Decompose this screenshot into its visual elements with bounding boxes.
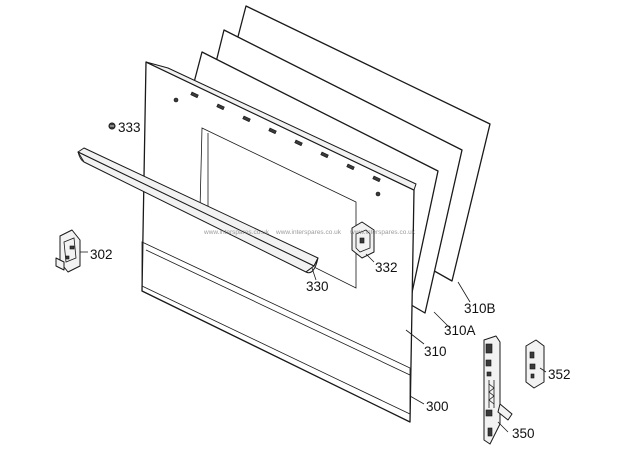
watermark-text-mid: www.interspares.co.uk xyxy=(275,229,342,236)
label-302: 302 xyxy=(90,247,113,262)
watermark: www.interspares.co.uk www.interspares.co… xyxy=(203,229,416,236)
label-352: 352 xyxy=(548,367,571,382)
label-350: 350 xyxy=(512,426,535,441)
label-333: 333 xyxy=(118,120,141,135)
screw-333 xyxy=(108,122,116,130)
watermark-text-left: www.interspares.co.uk xyxy=(203,229,270,236)
clip-332 xyxy=(351,221,375,259)
bracket-302 xyxy=(55,229,81,273)
label-310: 310 xyxy=(424,344,447,359)
leader-lines xyxy=(80,251,547,433)
label-310B: 310B xyxy=(464,301,496,316)
label-310A: 310A xyxy=(444,323,476,338)
watermark-text-right: www.interspares.co.uk xyxy=(349,229,416,236)
hinge-receiver-352 xyxy=(525,339,545,389)
hinge-350 xyxy=(483,335,513,445)
label-332: 332 xyxy=(375,260,398,275)
door-handle-330 xyxy=(77,147,319,274)
part-labels: 333 302 332 330 310B 310A 310 300 352 35… xyxy=(90,120,571,441)
label-330: 330 xyxy=(306,279,329,294)
label-300: 300 xyxy=(426,399,449,414)
top-vent-slots xyxy=(190,91,381,183)
